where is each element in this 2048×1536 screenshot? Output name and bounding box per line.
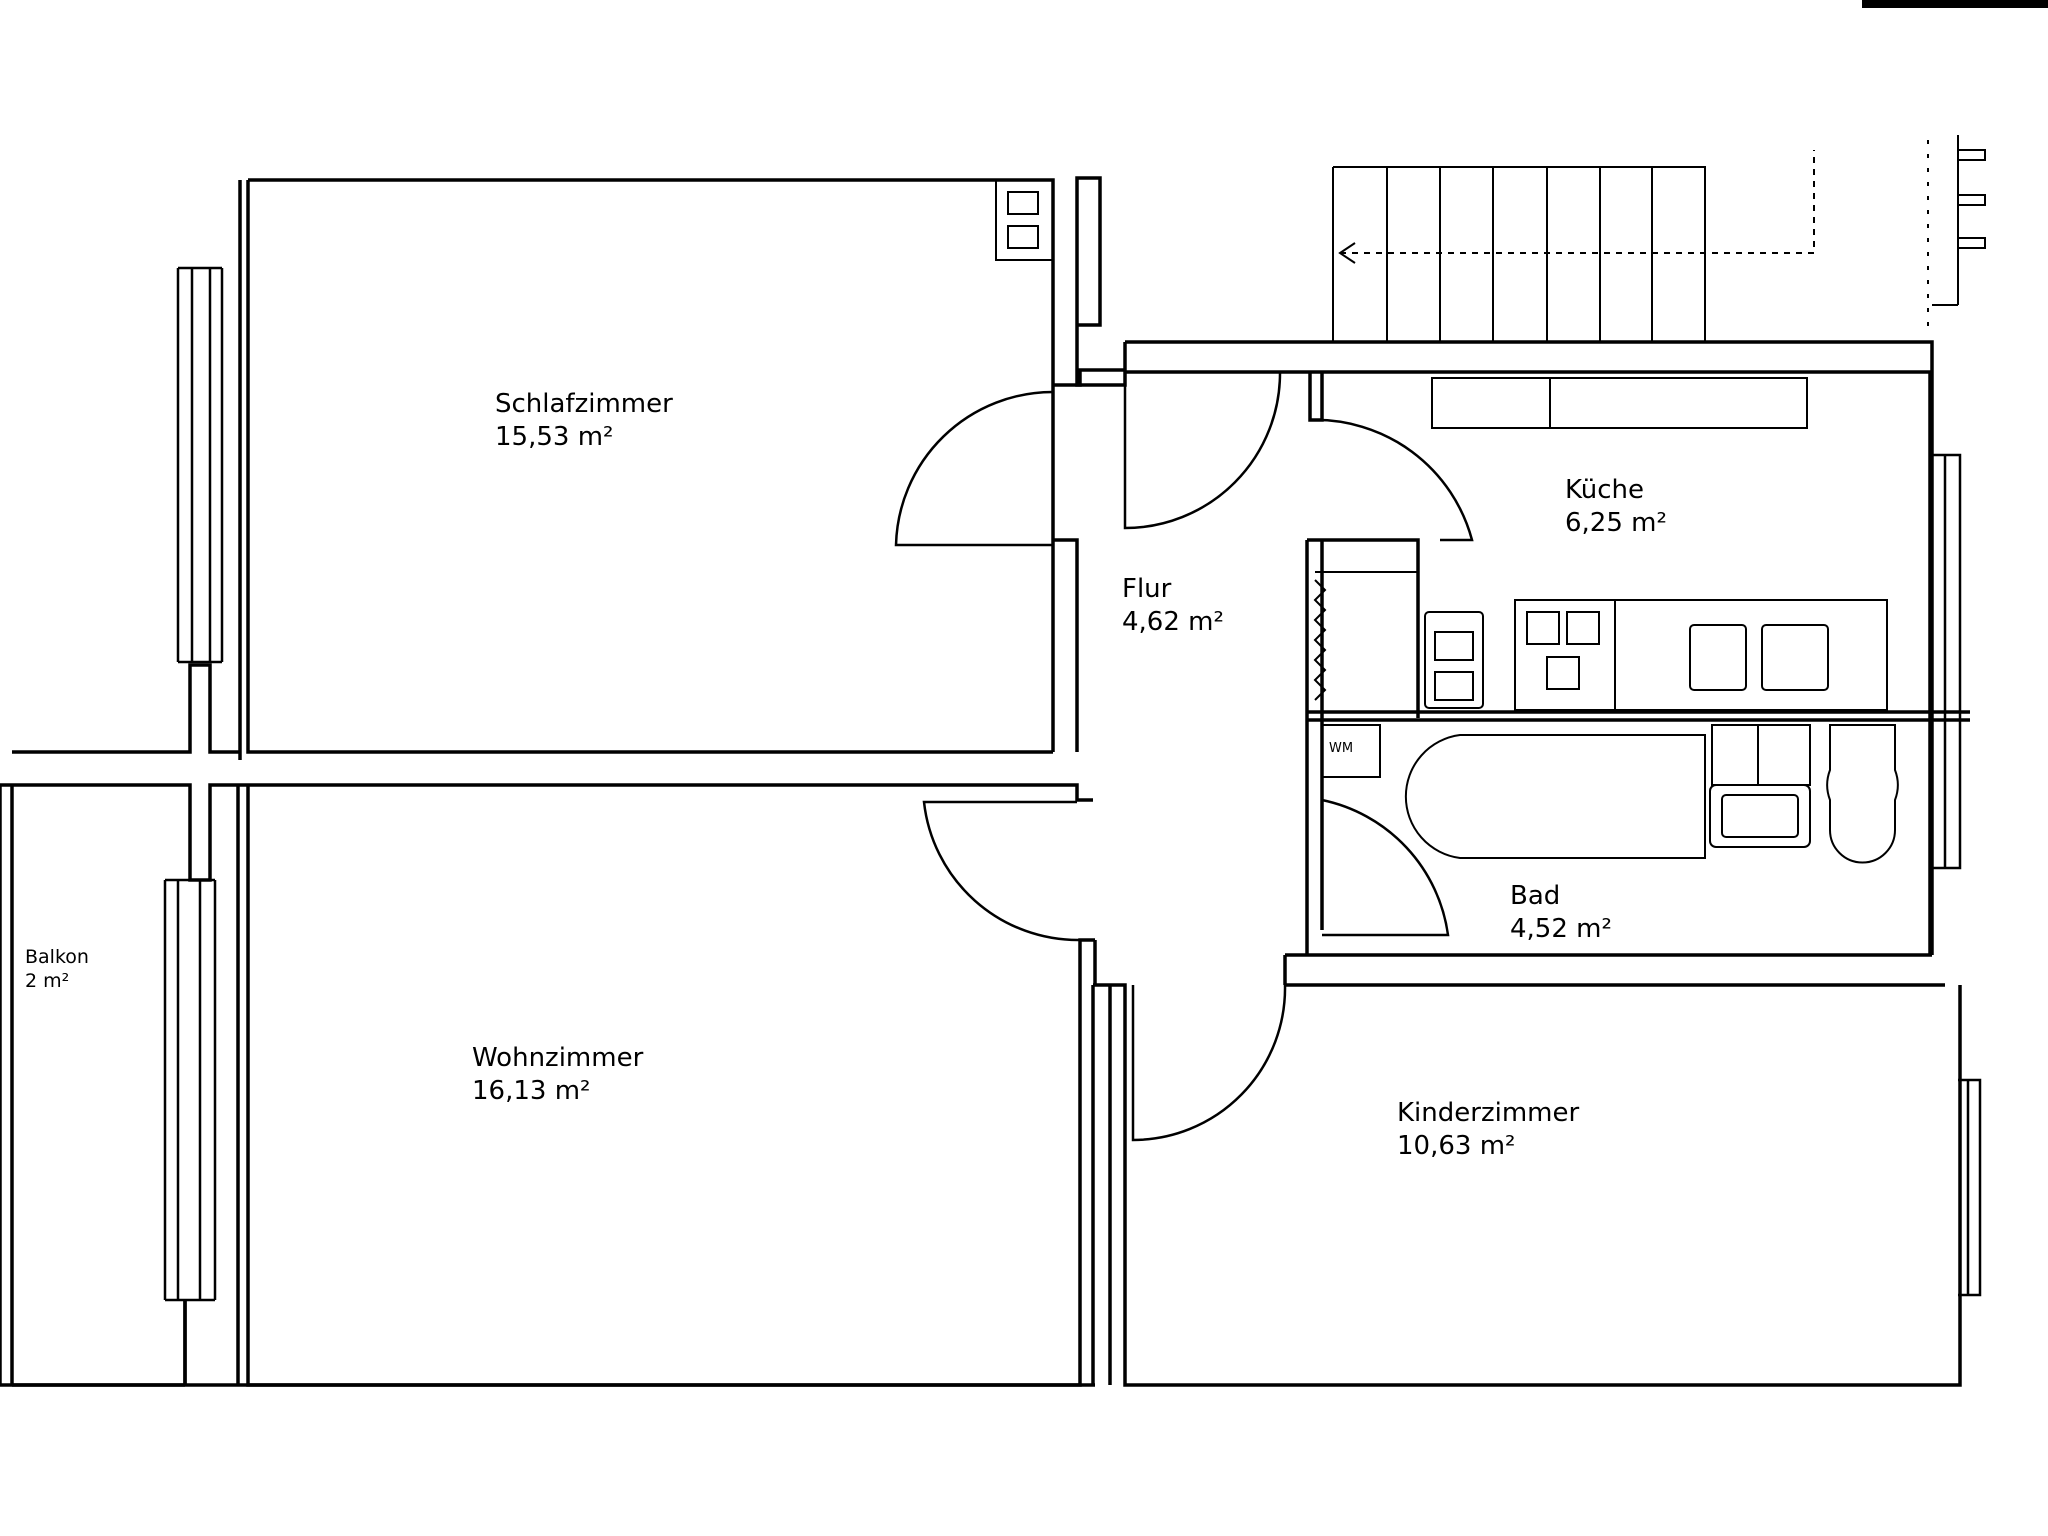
room-name: Bad [1510,881,1561,911]
bad-walls [1283,800,1945,987]
room-name: Kinderzimmer [1397,1098,1580,1128]
room-name: Küche [1565,475,1645,505]
label-schlafzimmer: Schlafzimmer 15,53 m² [495,388,673,453]
label-flur: Flur 4,62 m² [1122,573,1224,638]
label-balkon: Balkon 2 m² [25,946,89,994]
bathroom-sink-cabinet [1711,724,1811,786]
room-area: 16,13 m² [472,1075,591,1106]
room-area: 2 m² [25,969,70,992]
label-wohnzimmer: Wohnzimmer 16,13 m² [472,1042,643,1107]
room-name: Schlafzimmer [495,389,673,419]
kitchen-top-counter [1431,377,1808,429]
stair-arrow [1340,150,1815,254]
stair-railing-posts [1932,135,1986,306]
bathtub [1404,734,1706,859]
washing-machine-label: WM [1329,741,1354,756]
kueche-bad-divider [1307,710,1970,722]
staircase [1332,166,1706,342]
room-name: Flur [1122,574,1172,604]
door-schlafzimmer [894,390,1054,547]
electric-box [995,179,1054,261]
heater-zigzag [1313,579,1327,701]
room-area: 6,25 m² [1565,507,1667,538]
door-bad [1321,798,1450,937]
label-kinderzimmer: Kinderzimmer 10,63 m² [1397,1097,1579,1162]
label-bad: Bad 4,52 m² [1510,880,1612,945]
door-kueche [1309,418,1474,542]
room-name: Wohnzimmer [472,1043,644,1073]
window-kueche [1933,453,1962,870]
flur-walls [1075,176,1934,387]
door-flur-top [1123,371,1282,530]
door-kinderzimmer [1131,984,1287,1142]
central-walls [12,663,1097,1387]
schlafzimmer-walls [238,178,1125,760]
window-schlafzimmer [176,266,224,664]
bathroom-sink [1709,784,1811,848]
room-area: 15,53 m² [495,421,614,452]
kueche-walls [1305,372,1934,955]
kitchen-counter [1614,599,1888,711]
kitchen-cabinet-2 [1761,624,1829,691]
top-edge-bar [1862,0,2048,8]
window-wohnzimmer [163,878,217,1302]
window-kinderzimmer [1958,1078,1982,1297]
kitchen-cabinet-1 [1689,624,1747,691]
balkon-outline [0,783,187,1387]
label-kueche: Küche 6,25 m² [1565,474,1667,539]
chimney-flue [1315,571,1419,718]
washing-machine [1321,724,1381,778]
room-area: 4,62 m² [1122,606,1224,637]
kitchen-sink-unit [1424,611,1484,709]
toilet [1826,724,1899,864]
room-area: 4,52 m² [1510,913,1612,944]
door-wohnzimmer [922,800,1080,942]
room-name: Balkon [25,946,89,968]
stair-arrow-head [1338,242,1356,264]
kinderzimmer-walls [1091,983,1962,1387]
room-area: 10,63 m² [1397,1130,1516,1161]
